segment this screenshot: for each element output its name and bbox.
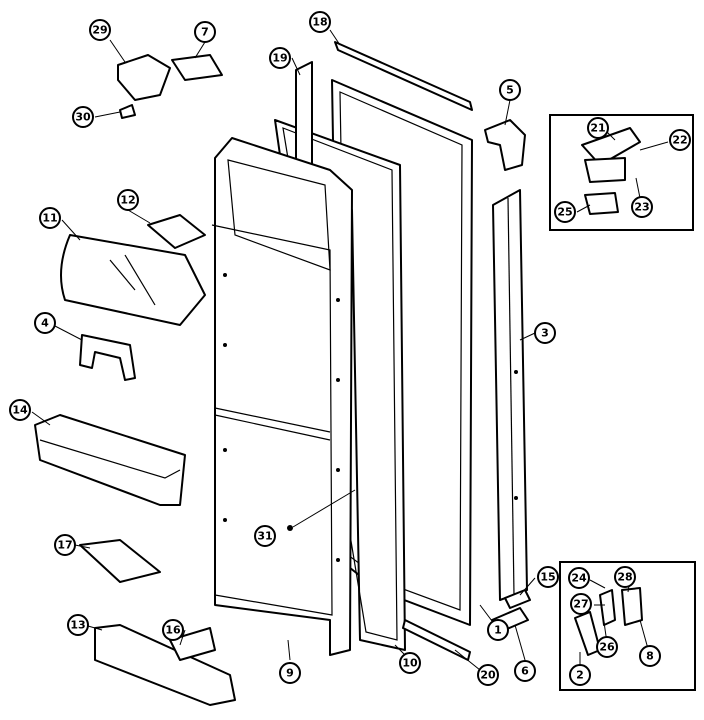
callout-1: 1 (487, 619, 509, 641)
door-liner (211, 137, 353, 656)
svg-text:10: 10 (402, 657, 418, 670)
switch-assembly (117, 54, 223, 119)
callout-7: 7 (194, 21, 216, 43)
svg-text:14: 14 (12, 404, 28, 417)
switch-cover (171, 54, 223, 81)
svg-text:18: 18 (312, 16, 327, 29)
svg-text:12: 12 (120, 194, 135, 207)
callout-23: 23 (631, 196, 653, 218)
svg-text:11: 11 (42, 212, 57, 225)
svg-text:30: 30 (75, 111, 91, 124)
callout-8: 8 (639, 645, 661, 667)
callout-17: 17 (54, 534, 76, 556)
callout-28: 28 (614, 566, 636, 588)
svg-text:8: 8 (646, 650, 654, 663)
hinge-pin-plate (584, 192, 619, 215)
svg-text:2: 2 (576, 669, 584, 682)
callout-14: 14 (9, 399, 31, 421)
hinge-cam (599, 589, 616, 626)
svg-text:6: 6 (521, 665, 529, 678)
hinge-spring (621, 587, 643, 626)
handle-bracket (484, 119, 526, 171)
callout-26: 26 (596, 636, 618, 658)
dairy-hinge-bracket (79, 334, 136, 381)
svg-text:1: 1 (494, 624, 502, 637)
upper-hinge-plate (581, 127, 641, 166)
svg-text:31: 31 (257, 530, 272, 543)
callout-10: 10 (399, 652, 421, 674)
callout-25: 25 (554, 201, 576, 223)
callout-5: 5 (499, 79, 521, 101)
callout-11: 11 (39, 207, 61, 229)
svg-text:9: 9 (286, 667, 294, 680)
door-handle (492, 189, 528, 601)
svg-text:17: 17 (57, 539, 72, 552)
callout-24: 24 (568, 567, 590, 589)
svg-text:24: 24 (571, 572, 587, 585)
callout-6: 6 (514, 660, 536, 682)
svg-text:22: 22 (672, 134, 687, 147)
door-bin (34, 414, 186, 506)
svg-text:23: 23 (634, 201, 649, 214)
svg-text:5: 5 (506, 84, 514, 97)
shelf-retainer (169, 627, 216, 661)
callout-18: 18 (309, 11, 331, 33)
svg-text:29: 29 (92, 24, 107, 37)
svg-text:28: 28 (617, 571, 632, 584)
shelf-cover (147, 214, 206, 249)
svg-text:4: 4 (41, 317, 49, 330)
svg-text:15: 15 (540, 571, 555, 584)
callout-13: 13 (67, 614, 89, 636)
callout-22: 22 (669, 129, 691, 151)
wire-clip (119, 104, 136, 119)
svg-text:20: 20 (480, 669, 496, 682)
callout-31: 31 (254, 525, 276, 547)
lower-hinge-parts-box (559, 561, 696, 691)
svg-text:19: 19 (272, 52, 287, 65)
callout-2: 2 (569, 664, 591, 686)
callout-12: 12 (117, 189, 139, 211)
callout-29: 29 (89, 19, 111, 41)
callout-9: 9 (279, 662, 301, 684)
callout-19: 19 (269, 47, 291, 69)
callout-30: 30 (72, 106, 94, 128)
svg-text:16: 16 (165, 624, 181, 637)
top-trim-strip (334, 41, 473, 111)
svg-text:13: 13 (70, 619, 85, 632)
svg-text:26: 26 (599, 641, 615, 654)
svg-text:25: 25 (557, 206, 572, 219)
callout-16: 16 (162, 619, 184, 641)
callout-4: 4 (34, 312, 56, 334)
callout-21: 21 (587, 117, 609, 139)
svg-text:21: 21 (590, 122, 605, 135)
dairy-door (60, 234, 206, 326)
callout-27: 27 (570, 593, 592, 615)
svg-text:7: 7 (201, 26, 209, 39)
svg-text:3: 3 (541, 327, 549, 340)
callout-3: 3 (534, 322, 556, 344)
screw (287, 489, 356, 531)
callout-20: 20 (477, 664, 499, 686)
bottom-door-shelf (94, 624, 236, 706)
callout-15: 15 (537, 566, 559, 588)
svg-text:27: 27 (573, 598, 588, 611)
hinge-shim (584, 157, 626, 183)
upper-hinge-parts-box (549, 114, 694, 231)
hinge-bushing (504, 589, 531, 609)
bin-support (79, 539, 161, 583)
